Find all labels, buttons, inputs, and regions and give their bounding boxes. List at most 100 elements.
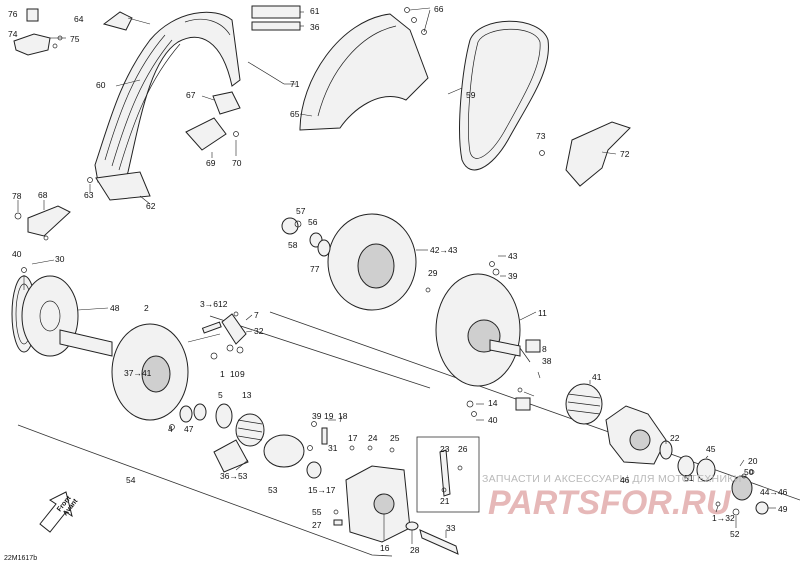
callout-label: 56 <box>308 217 318 227</box>
part-49-washer <box>732 508 740 516</box>
callout-label: 41 <box>592 372 602 382</box>
callout-label: 10 <box>230 369 240 379</box>
callout-label: 40 <box>488 415 498 425</box>
callout-label: 76 <box>8 9 18 19</box>
callout-label: 74 <box>8 29 18 39</box>
callout-label: 43 <box>508 251 518 261</box>
part-60-rib-3 <box>118 43 181 171</box>
callout-label: 1→32 <box>712 513 735 523</box>
callout-label: 33 <box>446 523 456 533</box>
part-69-bracket <box>185 117 227 151</box>
callout-label: 16 <box>380 543 390 553</box>
callout-label: 54 <box>126 475 136 485</box>
callout-label: 60 <box>96 80 106 90</box>
callout-label: 63 <box>84 190 94 200</box>
part-71-pin <box>247 61 285 85</box>
part-24-screw <box>349 445 355 451</box>
part-51-screw <box>741 473 747 479</box>
part-5-screw <box>169 424 175 430</box>
part-58-ring <box>281 217 299 235</box>
callout-label: 48 <box>110 303 120 313</box>
part-70-screw <box>233 131 239 137</box>
callout-label: 3→6 <box>200 299 218 309</box>
part-61-decal <box>251 5 301 19</box>
callout-label: 25 <box>390 433 400 443</box>
part-59-drive-belt <box>459 20 549 171</box>
part-39-screw-bottom <box>471 411 477 417</box>
part-15-spider <box>263 434 305 468</box>
callout-label: 36→53 <box>220 471 248 481</box>
callout-label: 9 <box>240 369 245 379</box>
callout-label: 29 <box>428 268 438 278</box>
part-33-washer <box>405 521 419 531</box>
front-direction-arrow: Front Avant <box>39 491 80 533</box>
callout-label: 65 <box>290 109 300 119</box>
part-41-screw-b <box>517 387 523 393</box>
callout-label: 40 <box>12 249 22 259</box>
part-64-bracket <box>102 11 133 31</box>
part-10-bushing <box>210 352 218 360</box>
part-2-shaft <box>59 329 113 357</box>
callout-label: 52 <box>730 529 740 539</box>
part-28-bushing <box>333 519 343 526</box>
callout-label: 30 <box>55 254 65 264</box>
part-17-nut <box>307 445 313 451</box>
part-47-spring-coils <box>567 393 601 415</box>
leader-lines <box>17 7 776 544</box>
callout-label: 50 <box>744 467 754 477</box>
part-25-screw <box>367 445 373 451</box>
part-74-clip <box>13 33 51 56</box>
callout-label: 73 <box>536 131 546 141</box>
callout-label: 71 <box>290 79 300 89</box>
callout-label: 18 <box>338 411 348 421</box>
part-72-guard <box>565 121 631 187</box>
callout-label: 51 <box>684 473 694 483</box>
part-66-screw-b <box>411 17 417 23</box>
part-62-mount <box>95 171 151 201</box>
callout-label: 4 <box>168 424 173 434</box>
part-7-weight <box>221 313 247 345</box>
part-9-washer <box>226 344 234 352</box>
part-60-rib-2 <box>111 39 173 167</box>
callout-label: 2 <box>144 303 149 313</box>
part-76-decal <box>26 8 39 22</box>
watermark-caption: ЗАПЧАСТИ И АКСЕССУАРЫ ДЛЯ МОТОТЕХНИКИ <box>482 473 742 485</box>
part-39-screw-top <box>489 261 495 267</box>
part-42-sheave-hub <box>357 243 395 289</box>
assembly-bracket-line-3 <box>209 315 431 389</box>
callout-label: 20 <box>748 456 758 466</box>
callout-label: 31 <box>328 443 338 453</box>
callout-label: 14 <box>488 398 498 408</box>
callout-label: 46 <box>620 475 630 485</box>
watermark-logo: PARTSFOR.RU <box>488 484 732 522</box>
callout-label: 13 <box>242 390 252 400</box>
part-30-screw <box>21 267 27 273</box>
assembly-bracket-line-2 <box>269 311 800 501</box>
callout-label: 27 <box>312 520 322 530</box>
part-50-screw <box>749 469 755 475</box>
part-40-washer-bottom <box>466 400 474 408</box>
part-36-decal <box>251 21 301 31</box>
part-14-spring-coils <box>237 419 263 441</box>
callout-label: 55 <box>312 507 322 517</box>
part-23-screw <box>457 465 463 471</box>
callout-label: 69 <box>206 158 216 168</box>
part-68-bracket <box>27 205 71 237</box>
callout-label: 1 <box>220 369 225 379</box>
part-12-pin <box>201 321 222 334</box>
callout-label: 64 <box>74 14 84 24</box>
callout-label: 61 <box>310 6 320 16</box>
callout-label: 72 <box>620 149 630 159</box>
callout-label: 23 <box>440 444 450 454</box>
callout-label: 62 <box>146 201 156 211</box>
callout-label: 28 <box>410 545 420 555</box>
part-73-screw <box>539 150 545 156</box>
part-4-washer <box>179 405 193 423</box>
part-18-pin <box>321 427 328 445</box>
part-60-rib-1 <box>104 34 166 161</box>
part-21-lever <box>439 449 451 497</box>
detail-box-21-23 <box>416 436 480 513</box>
callout-label: 21 <box>440 496 450 506</box>
